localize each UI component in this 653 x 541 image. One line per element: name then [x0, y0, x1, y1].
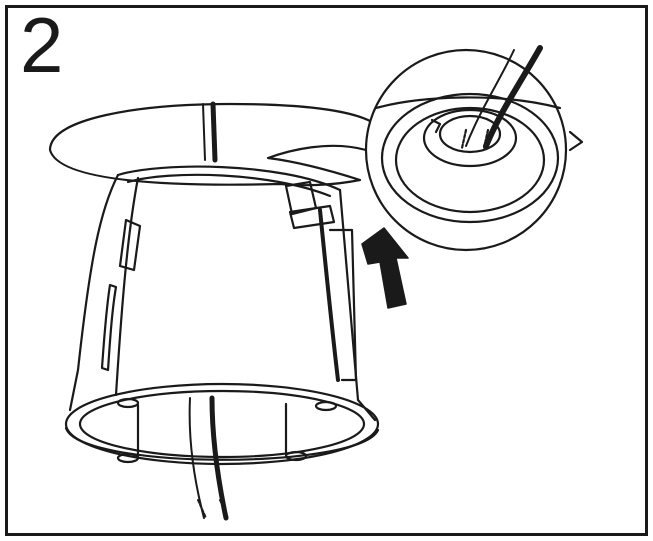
can-left-inner-edge — [114, 176, 140, 397]
callout-wire-white-tip — [460, 128, 468, 150]
wire-upper-black — [210, 101, 218, 163]
can-stud-1 — [116, 397, 140, 409]
can-bottom-flange — [64, 382, 380, 466]
can-left-side — [68, 173, 120, 412]
callout-hole-outer — [380, 92, 560, 224]
wire-lower-black-tip — [219, 499, 229, 519]
callout-wire-black-tip — [482, 128, 490, 150]
callout-wire-white — [465, 49, 515, 147]
wire-upper-white — [202, 103, 206, 161]
callout-hole-center — [438, 114, 502, 154]
can-top-rim-inner — [126, 173, 332, 198]
can-mount-tab — [288, 204, 336, 230]
can-bottom-opening — [78, 389, 366, 459]
can-stud-2 — [116, 452, 140, 464]
magnifier-callout-icon — [364, 45, 584, 252]
callout-notch-right — [568, 130, 584, 152]
callout-notch-left — [430, 118, 442, 134]
can-stud-3 — [284, 450, 308, 462]
step-number: 2 — [20, 1, 64, 89]
callout-circle — [364, 48, 568, 252]
can-threaded-rod — [318, 208, 340, 382]
callout-hole-mid — [394, 106, 546, 214]
can-side-clip — [118, 218, 142, 272]
callout-wire-black — [483, 45, 543, 149]
callout-hole-inner — [422, 108, 518, 168]
can-top-rim — [116, 165, 342, 192]
can-side-slot — [100, 283, 118, 372]
can-rod-slot — [328, 228, 358, 382]
wire-lower-white-tip — [197, 499, 207, 519]
wire-lower-white — [188, 397, 205, 519]
can-stud-4 — [314, 400, 338, 412]
can-bottom-lip — [64, 426, 380, 461]
can-right-side — [338, 188, 377, 422]
housing-can — [64, 165, 380, 466]
callout-ceiling-edge — [374, 96, 562, 110]
ceiling-hole-outline — [48, 102, 374, 187]
arrow-up-icon — [361, 227, 409, 309]
